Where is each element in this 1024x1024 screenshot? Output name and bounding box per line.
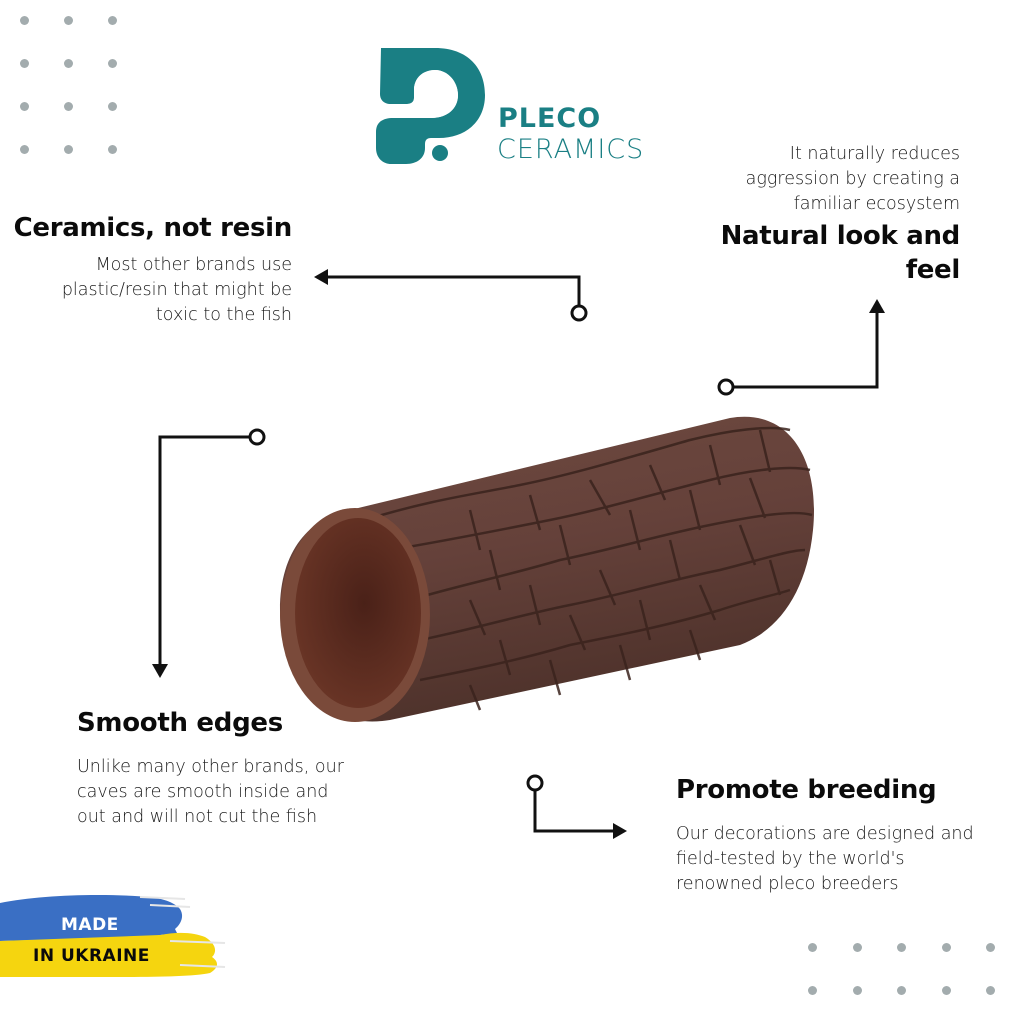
feature-description: It naturally reduces aggression by creat… xyxy=(640,142,960,217)
dot-grid-bottom-right xyxy=(808,943,995,995)
feature-natural-look: It naturally reduces aggression by creat… xyxy=(640,142,961,287)
pleco-p-logo-icon xyxy=(376,48,485,164)
feature-description: Most other brands use plastic/resin that… xyxy=(0,253,292,328)
ukraine-flag-brush-icon xyxy=(0,895,226,977)
feature-ceramics: Ceramics, not resin Most other brands us… xyxy=(0,213,293,328)
badge-line1: MADE xyxy=(61,915,119,935)
description-line: Unlike many other brands, our xyxy=(77,757,344,777)
feature-title: Promote breeding xyxy=(676,775,937,805)
description-line: caves are smooth inside and xyxy=(77,782,329,802)
description-line: renowned pleco breeders xyxy=(676,874,899,894)
description-line: field-tested by the world's xyxy=(676,849,905,869)
title-line: Natural look and xyxy=(720,221,961,251)
dot-grid-top-left xyxy=(20,16,117,154)
feature-title: Ceramics, not resin xyxy=(13,213,293,243)
title-line: feel xyxy=(905,255,961,285)
description-line: Our decorations are designed and xyxy=(676,824,974,844)
description-line: It naturally reduces xyxy=(789,144,960,164)
description-line: Most other brands use xyxy=(95,255,292,275)
description-line: familiar ecosystem xyxy=(793,194,960,214)
feature-smooth-edges: Smooth edges Unlike many other brands, o… xyxy=(77,708,397,830)
ceramic-cave-product-image xyxy=(280,416,814,722)
feature-title: Smooth edges xyxy=(77,708,283,738)
brand-name-line1: PLECO xyxy=(498,103,602,134)
description-line: out and will not cut the fish xyxy=(77,807,318,827)
feature-title: Natural look and feel xyxy=(640,219,961,287)
description-line: aggression by creating a xyxy=(745,169,960,189)
feature-description: Unlike many other brands, our caves are … xyxy=(77,755,397,830)
description-line: toxic to the fish xyxy=(155,305,292,325)
brand-name-line2: CERAMICS xyxy=(497,134,645,165)
description-line: plastic/resin that might be xyxy=(61,280,292,300)
feature-promote-breeding: Promote breeding Our decorations are des… xyxy=(676,775,1021,897)
feature-description: Our decorations are designed and field-t… xyxy=(676,822,1021,897)
badge-line2: IN UKRAINE xyxy=(33,946,150,966)
